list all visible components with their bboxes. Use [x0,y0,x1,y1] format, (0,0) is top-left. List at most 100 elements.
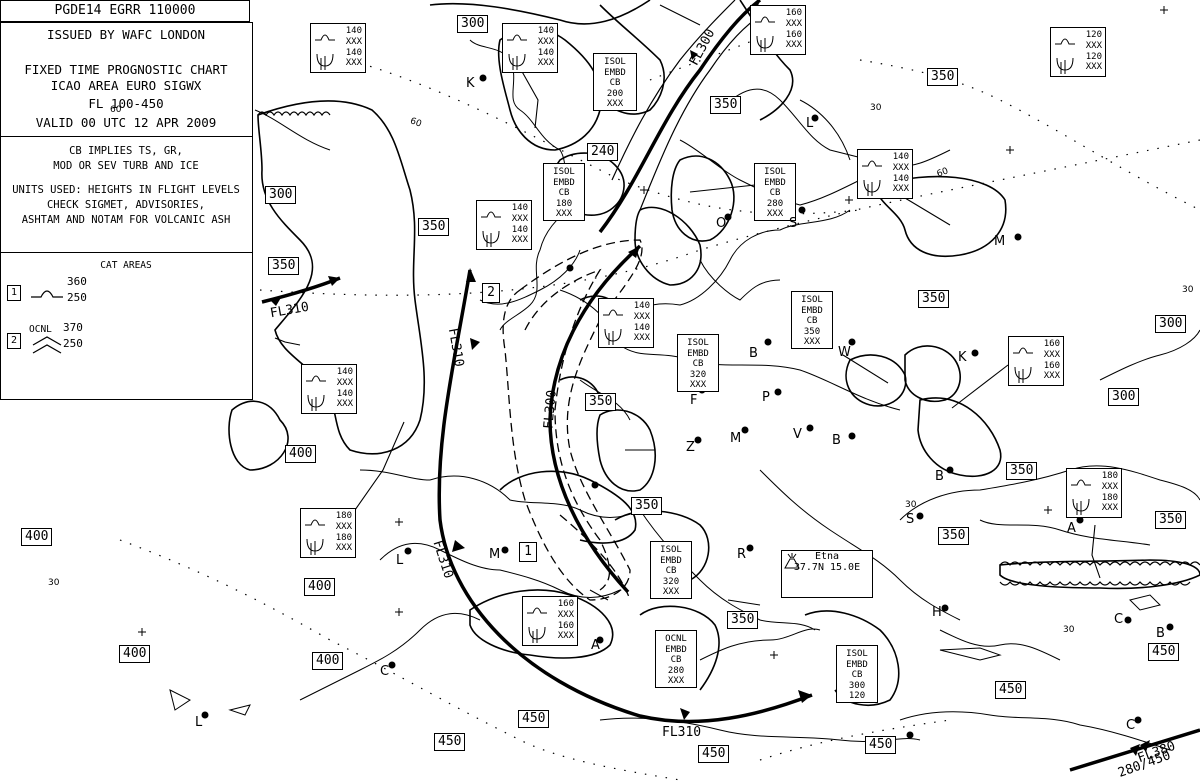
tropopause-box: 450 [1148,643,1180,661]
tropopause-box: 450 [518,710,550,728]
cloud-areas [228,0,1200,706]
tropopause-box: 350 [268,257,300,275]
tropopause-box: 350 [938,527,970,545]
station-label: L [806,116,814,131]
legend-line: ISSUED BY WAFC LONDON [46,27,206,42]
station-label: B [749,346,758,361]
wind-flags [270,50,1150,756]
tropopause-box: 350 [918,290,950,308]
tropopause-box: 240 [587,143,619,161]
station-label: S [906,512,915,527]
legend-panel: ISSUED BY WAFC LONDON FIXED TIME PROGNOS… [0,22,253,400]
legend-note: CHECK SIGMET, ADVISORIES, [46,199,206,211]
station-label: Z [686,440,695,455]
legend-note: MOD OR SEV TURB AND ICE [53,160,199,172]
cat-area-label: 1 [519,542,537,562]
station-label: A [591,638,600,653]
station-label: C [380,664,390,679]
latitude-label: 60 [110,105,122,115]
turbulence-icing-icon [1071,479,1091,515]
turbulence-icing-icon [1055,38,1075,74]
latitude-label: 30 [905,500,917,510]
station-label: C [1114,612,1124,627]
legend-note: UNITS USED: HEIGHTS IN FLIGHT LEVELS [12,184,240,196]
station-label: K [466,76,475,91]
cat-legend-num: 2 [7,333,21,349]
station-label: M [730,431,742,446]
volcano-box: Etna 37.7N 15.0E [781,550,873,598]
pointer-arrows [274,4,1101,606]
latitude-label: 30 [1182,285,1194,295]
station-label: B [1156,626,1165,641]
volcano-position: 37.7N 15.0E [793,562,861,573]
tropopause-box: 350 [1006,462,1038,480]
tropopause-box: 300 [1155,315,1187,333]
legend-line: VALID 00 UTC 12 APR 2009 [35,115,217,130]
jet-edges [611,0,771,211]
tropopause-box: 400 [21,528,53,546]
legend-divider [1,252,252,253]
turbulence-icing-icon [315,34,335,70]
turbulence-icing-icon [481,211,501,247]
cat-area-label: 2 [482,283,500,303]
tropopause-box: 350 [710,96,742,114]
tropopause-box: 350 [418,218,450,236]
tropopause-box: 400 [312,652,344,670]
legend-note: CB IMPLIES TS, GR, [69,145,183,157]
cloud-scallops [257,111,1200,586]
tropopause-box: 400 [119,645,151,663]
volcano-icon [784,553,800,569]
cat-legend-num: 1 [7,285,21,301]
station-label: K [958,350,967,365]
tropopause-box: 350 [727,611,759,629]
station-label: R [737,547,747,562]
tropopause-box: 300 [265,186,297,204]
turbulence-icing-icon [862,160,882,196]
tropopause-box: 300 [1108,388,1140,406]
station-label: S [789,216,798,231]
cat1-base: 250 [67,291,87,304]
station-label: B [935,469,944,484]
station-label: F [690,393,698,408]
tropopause-box: 300 [457,15,489,33]
latitude-label: 30 [1063,625,1075,635]
tropopause-box: 450 [434,733,466,751]
legend-note: ASHTAM AND NOTAM FOR VOLCANIC ASH [21,214,231,226]
tropopause-box: 400 [304,578,336,596]
station-label: P [762,390,770,405]
station-label: M [489,547,501,562]
station-label: A [1067,521,1076,536]
turbulence-icing-icon [527,607,547,643]
cat1-top: 360 [67,275,87,288]
tropopause-box: 450 [865,736,897,754]
legend-line: FIXED TIME PROGNOSTIC CHART [24,62,228,77]
station-label: O [716,216,727,231]
station-label: L [396,553,404,568]
jet-streams [261,0,1200,772]
cat-moderate-symbol [31,290,63,298]
latitude-label: 30 [48,578,60,588]
station-label: M [994,234,1006,249]
tropopause-box: 450 [995,681,1027,699]
legend-line: ICAO AREA EURO SIGWX [50,78,202,93]
cat-areas-title: CAT AREAS [100,260,152,271]
tropopause-box: 450 [698,745,730,763]
